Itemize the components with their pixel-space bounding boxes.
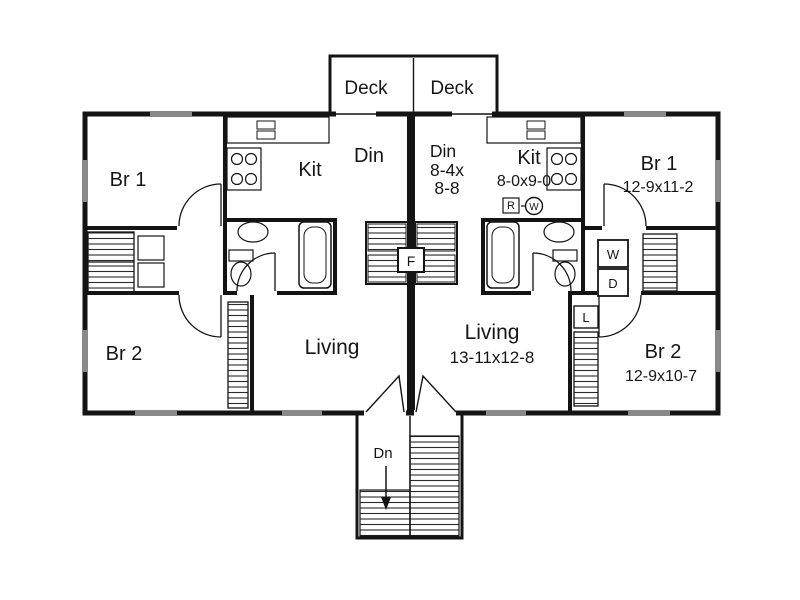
room-dim-right-din-1: 8-4x bbox=[430, 160, 464, 180]
water-heater-label: W bbox=[529, 202, 539, 213]
deck-left-label: Deck bbox=[344, 78, 388, 99]
entry-door-left bbox=[365, 374, 405, 413]
interior-walls bbox=[85, 114, 718, 413]
range-left-icon bbox=[226, 147, 262, 191]
room-label-right-br1: Br 1 bbox=[641, 153, 678, 175]
sink-left bbox=[256, 120, 276, 130]
room-dim-right-br2: 12-9x10-7 bbox=[625, 368, 697, 385]
counter-left bbox=[226, 116, 330, 144]
closet-br2-right bbox=[573, 331, 599, 407]
down-arrow-head bbox=[381, 497, 391, 510]
entry-door-right bbox=[415, 374, 457, 413]
washer-label: W bbox=[607, 247, 620, 262]
kitchen-left bbox=[226, 116, 330, 191]
closet-right-hall bbox=[642, 233, 678, 292]
room-label-left-br1: Br 1 bbox=[110, 169, 147, 191]
bathroom-right bbox=[486, 221, 578, 289]
door-swings bbox=[178, 183, 647, 338]
toilet-left-icon bbox=[228, 249, 254, 262]
bathtub-right-icon bbox=[486, 221, 520, 289]
closets bbox=[87, 221, 678, 409]
bathroom-left bbox=[228, 221, 332, 289]
lavatory-right-icon bbox=[543, 221, 575, 243]
furnace-label: F bbox=[407, 253, 416, 269]
stair-treads-left bbox=[359, 489, 411, 537]
room-label-right-kit: Kit bbox=[517, 147, 541, 169]
stairs-down-label: Dn bbox=[373, 445, 392, 462]
lavatory-left-icon bbox=[237, 221, 269, 243]
furnace-box bbox=[397, 247, 425, 273]
range-right-icon bbox=[546, 147, 582, 191]
room-label-left-br2: Br 2 bbox=[106, 343, 143, 365]
stairwell bbox=[355, 411, 464, 540]
bathtub-left-icon bbox=[298, 221, 332, 289]
room-label-left-kit: Kit bbox=[298, 159, 322, 181]
closet-br2-left bbox=[227, 301, 249, 409]
room-label-right-din: Din bbox=[430, 141, 456, 161]
stair-treads-right bbox=[409, 435, 460, 537]
dryer-box bbox=[597, 268, 629, 297]
range-label: R bbox=[507, 200, 515, 212]
sink-right bbox=[526, 120, 546, 130]
kitchen-right bbox=[486, 116, 582, 216]
entry-doors bbox=[364, 374, 457, 416]
room-dim-right-living: 13-11x12-8 bbox=[450, 348, 535, 367]
windows bbox=[82, 111, 721, 416]
linen-label: L bbox=[582, 310, 589, 325]
toilet-right-icon bbox=[552, 249, 578, 262]
room-dim-right-br1: 12-9x11-2 bbox=[623, 179, 694, 196]
dryer-label: D bbox=[608, 276, 617, 291]
water-heater-icon bbox=[524, 196, 544, 216]
deck-outline bbox=[328, 54, 499, 116]
room-label-left-din: Din bbox=[354, 145, 384, 167]
deck-right-label: Deck bbox=[430, 78, 474, 99]
room-label-left-living: Living bbox=[305, 336, 360, 359]
room-dim-right-din-2: 8-8 bbox=[434, 178, 459, 198]
room-label-right-br2: Br 2 bbox=[645, 341, 682, 363]
room-label-right-living: Living bbox=[465, 321, 520, 344]
linen-closet-box bbox=[573, 305, 599, 329]
range-tag-box bbox=[502, 197, 520, 214]
washer-box bbox=[597, 239, 629, 268]
room-dim-right-kit: 8-0x9-0 bbox=[497, 173, 551, 190]
